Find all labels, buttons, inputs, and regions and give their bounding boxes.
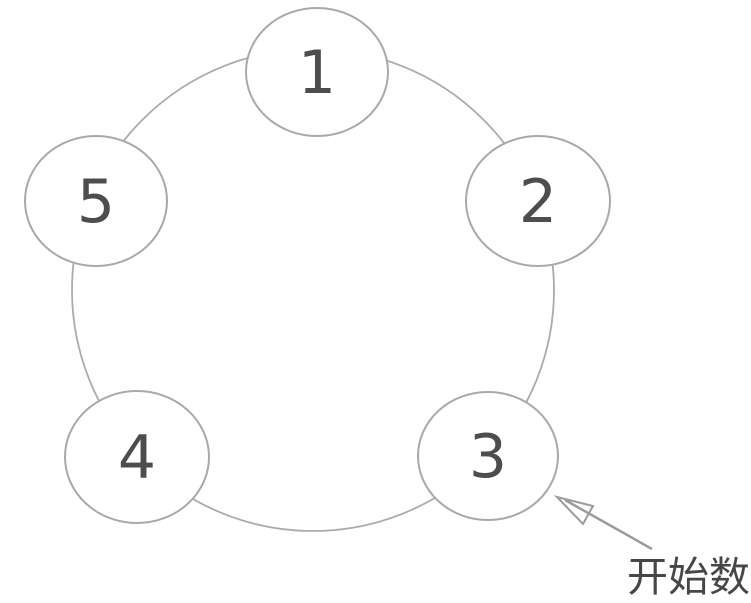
node-5-circle bbox=[24, 135, 168, 267]
node-2-label: 2 bbox=[519, 167, 557, 237]
start-arrow-shaft bbox=[564, 498, 653, 551]
node-2: 2 bbox=[465, 135, 611, 267]
node-4-circle bbox=[64, 390, 210, 524]
node-3-circle bbox=[417, 391, 559, 521]
start-arrow bbox=[553, 495, 653, 551]
node-1-circle bbox=[245, 7, 389, 137]
node-4: 4 bbox=[64, 390, 210, 524]
node-2-circle bbox=[465, 135, 611, 267]
node-5: 5 bbox=[24, 135, 168, 267]
node-5-label: 5 bbox=[77, 167, 115, 237]
node-3: 3 bbox=[417, 391, 559, 521]
node-1: 1 bbox=[245, 7, 389, 137]
node-4-label: 4 bbox=[118, 423, 156, 493]
start-arrow-head-icon bbox=[553, 495, 595, 526]
node-1-label: 1 bbox=[298, 38, 336, 108]
node-3-label: 3 bbox=[469, 422, 507, 492]
start-annotation-label: 开始数 bbox=[627, 553, 750, 601]
